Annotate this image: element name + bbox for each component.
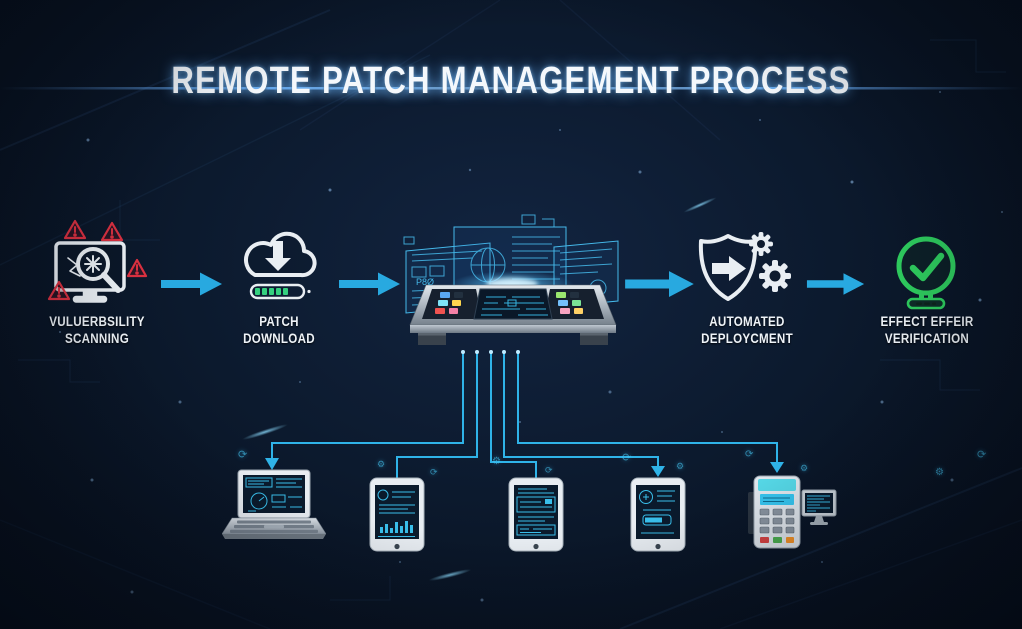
sync-icon: ⟳ [238, 449, 248, 461]
pos-terminal-icon [748, 475, 837, 549]
down-arrow-icon [770, 462, 784, 473]
sync-icon: ⟳ [622, 452, 632, 464]
gear-icon: ⚙ [800, 463, 809, 473]
gear-icon: ⚙ [935, 467, 944, 478]
gear-icon: ⚙ [377, 459, 386, 469]
desktop-monitor-icon [801, 489, 837, 525]
sync-icon: ⟳ [745, 449, 754, 460]
tablet-icon [508, 477, 564, 552]
sync-icon: ⟳ [545, 465, 553, 475]
device-tablet-1 [368, 477, 426, 553]
gear-icon: ⚙ [676, 461, 685, 471]
gear-icon: ⚙ [492, 456, 501, 467]
tablet-icon [630, 477, 686, 552]
tablet-icon [369, 477, 425, 552]
sync-icon: ⟳ [977, 449, 987, 461]
down-arrow-icon [651, 466, 665, 477]
device-tablet-3 [629, 477, 687, 553]
device-pos-terminal [746, 474, 838, 560]
pos-keypad [759, 508, 795, 534]
sync-icon: ⟳ [430, 467, 438, 477]
device-laptop [222, 468, 326, 546]
device-tablet-2 [507, 477, 565, 553]
laptop-icon [222, 469, 326, 539]
